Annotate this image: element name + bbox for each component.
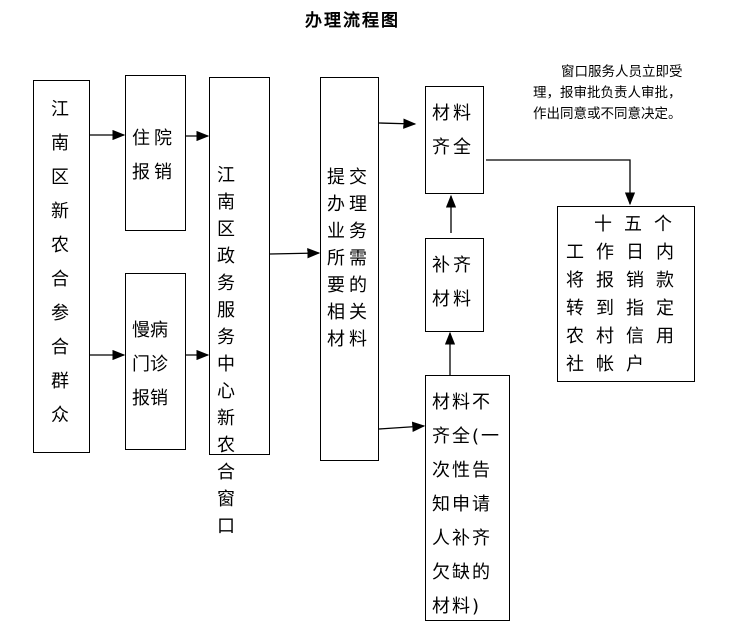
box-submit: 提交办理业务所需要的相关材料 <box>320 77 379 461</box>
inpatient-text: 住院报销 <box>132 128 176 183</box>
box-result: 十五个工作日内将报销款转到指定农村信用社帐户 <box>557 206 695 382</box>
arrow-submit-incomplete <box>378 421 426 432</box>
supplement-text: 补齐材料 <box>432 255 474 310</box>
process-note: 窗口服务人员立即受理，报审批负责人审批，作出同意或不同意决定。 <box>533 64 683 122</box>
page-title: 办理流程图 <box>305 11 400 31</box>
window-text: 江南区政务服务中心新农合窗口 <box>217 165 243 537</box>
box-complete: 材料齐全 <box>425 86 484 194</box>
box-incomplete: 材料不齐全(一次性告知申请人补齐欠缺的材料) <box>425 375 510 621</box>
complete-text: 材料齐全 <box>432 103 474 158</box>
submit-text: 提交办理业务所需要的相关材料 <box>327 167 371 350</box>
box-window: 江南区政务服务中心新农合窗口 <box>209 77 270 537</box>
box-applicant: 江南区新农合参合群众 <box>33 80 90 453</box>
arrow-complete-result <box>486 159 636 206</box>
box-supplement: 补齐材料 <box>425 238 484 332</box>
arrow-window-submit <box>269 248 321 259</box>
box-inpatient: 住院报销 <box>125 75 186 231</box>
box-chronic: 慢病门诊报销 <box>125 273 186 450</box>
applicant-text: 江南区新农合参合群众 <box>51 99 69 426</box>
result-text: 十五个工作日内将报销款转到指定农村信用社帐户 <box>566 214 686 375</box>
arrow-submit-complete <box>378 118 417 129</box>
chronic-text: 慢病门诊报销 <box>132 320 168 409</box>
incomplete-text: 材料不齐全(一次性告知申请人补齐欠缺的材料) <box>432 392 502 617</box>
